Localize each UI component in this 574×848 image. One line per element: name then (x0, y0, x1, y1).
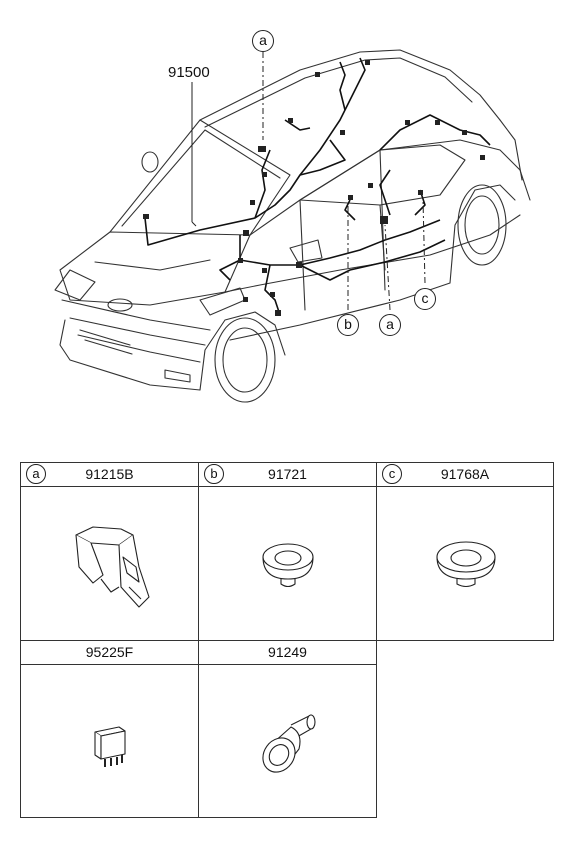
part-callout: a (26, 464, 46, 484)
main-part-number: 91500 (168, 64, 210, 81)
callout-c: c (414, 288, 436, 310)
part-number: 91768A (440, 466, 490, 482)
callout-a-lower: a (379, 314, 401, 336)
part-callout: b (204, 464, 224, 484)
part-number: 91215B (85, 466, 134, 482)
grommet-icon (436, 541, 496, 588)
part-cell-95225F: 95225F (20, 640, 199, 818)
part-number: 91721 (268, 466, 307, 482)
part-cell-91721: b 91721 (198, 462, 377, 641)
part-number: 91249 (268, 644, 307, 660)
callout-b: b (337, 314, 359, 336)
part-number: 95225F (85, 644, 134, 660)
vehicle-wiring-diagram: 91500 a b a c (54, 30, 531, 403)
part-callout: c (382, 464, 402, 484)
grommet-icon (262, 714, 316, 773)
parts-table: a 91215B b 91721 (20, 462, 554, 818)
bracket-icon (75, 526, 150, 608)
car-illustration (54, 49, 531, 403)
grommet-icon (262, 543, 314, 588)
part-cell-91249: 91249 (198, 640, 377, 818)
callout-a-top: a (252, 30, 274, 52)
part-cell-91215B: a 91215B (20, 462, 199, 641)
relay-icon (94, 726, 126, 767)
part-cell-91768A: c 91768A (376, 462, 554, 641)
